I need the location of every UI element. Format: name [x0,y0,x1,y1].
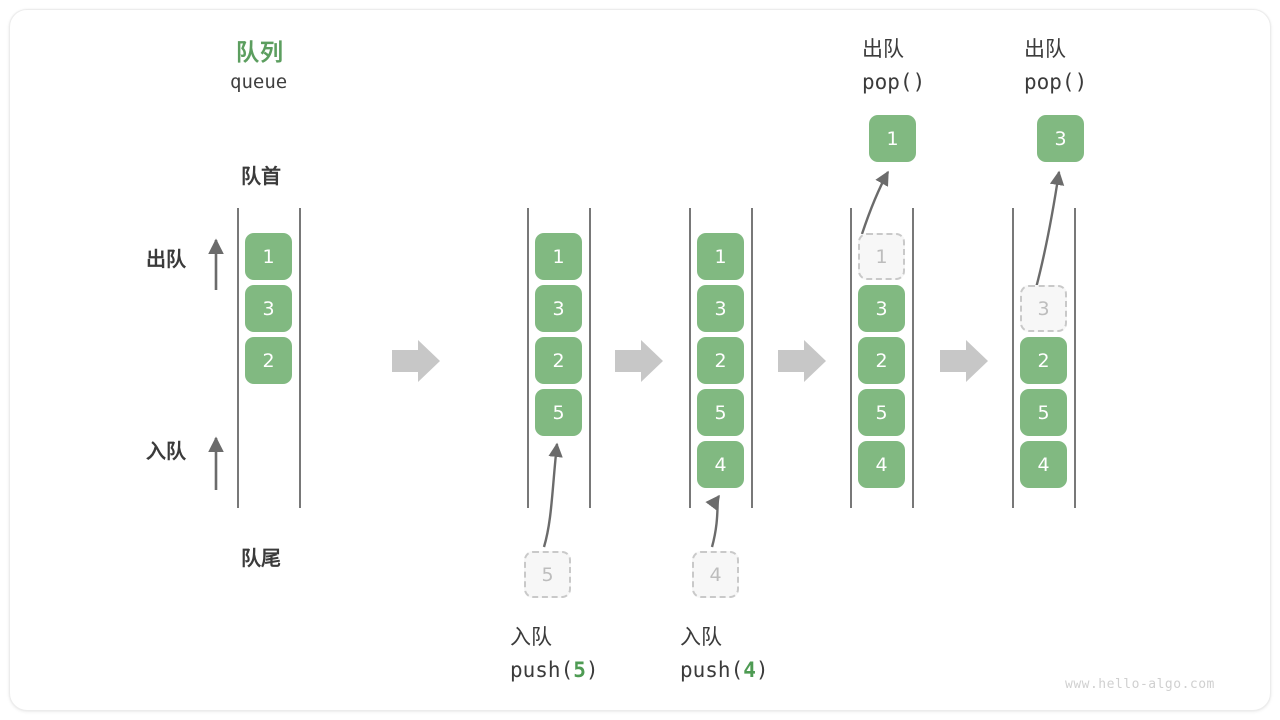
popped-node: 1 [869,115,916,162]
push-caption-cn: 入队 [680,625,722,649]
push-code-value: 5 [573,658,586,682]
pending-push-node: 5 [524,551,571,598]
popped-node: 3 [1037,115,1084,162]
queue-node-new: 4 [697,441,744,488]
pop-caption-code: pop() [1024,70,1088,94]
queue-node: 5 [1020,389,1067,436]
dequeue-direction-label: 出队 [146,247,186,271]
push-caption-code: push(4) [680,658,769,682]
vacated-slot: 3 [1020,285,1067,332]
queue-node: 3 [858,285,905,332]
tail-label: 队尾 [241,546,281,570]
push-code-prefix: push( [680,658,744,682]
enqueue-direction-label: 入队 [146,439,186,463]
queue-node: 4 [1020,441,1067,488]
queue-node: 2 [858,337,905,384]
queue-node: 1 [697,233,744,280]
page-title: 队列 [236,40,284,66]
queue-node: 2 [535,337,582,384]
queue-node: 3 [697,285,744,332]
pending-push-node: 4 [692,551,739,598]
push-code-suffix: ) [585,658,599,682]
queue-node: 1 [245,233,292,280]
queue-node: 3 [245,285,292,332]
push-code-suffix: ) [755,658,769,682]
queue-node-new: 5 [535,389,582,436]
queue-node: 4 [858,441,905,488]
queue-node: 5 [697,389,744,436]
diagram-card [9,9,1271,711]
watermark: www.hello-algo.com [1065,677,1215,692]
vacated-slot: 1 [858,233,905,280]
push-caption-code: push(5) [510,658,599,682]
head-label: 队首 [241,164,281,188]
pop-caption-cn: 出队 [862,37,904,61]
queue-node: 3 [535,285,582,332]
queue-node: 2 [245,337,292,384]
pop-caption-code: pop() [862,70,926,94]
pop-caption-cn: 出队 [1024,37,1066,61]
push-code-prefix: push( [510,658,574,682]
queue-node: 2 [697,337,744,384]
page-subtitle: queue [230,71,288,93]
queue-node: 5 [858,389,905,436]
push-code-value: 4 [743,658,756,682]
queue-node: 2 [1020,337,1067,384]
push-caption-cn: 入队 [510,625,552,649]
queue-node: 1 [535,233,582,280]
